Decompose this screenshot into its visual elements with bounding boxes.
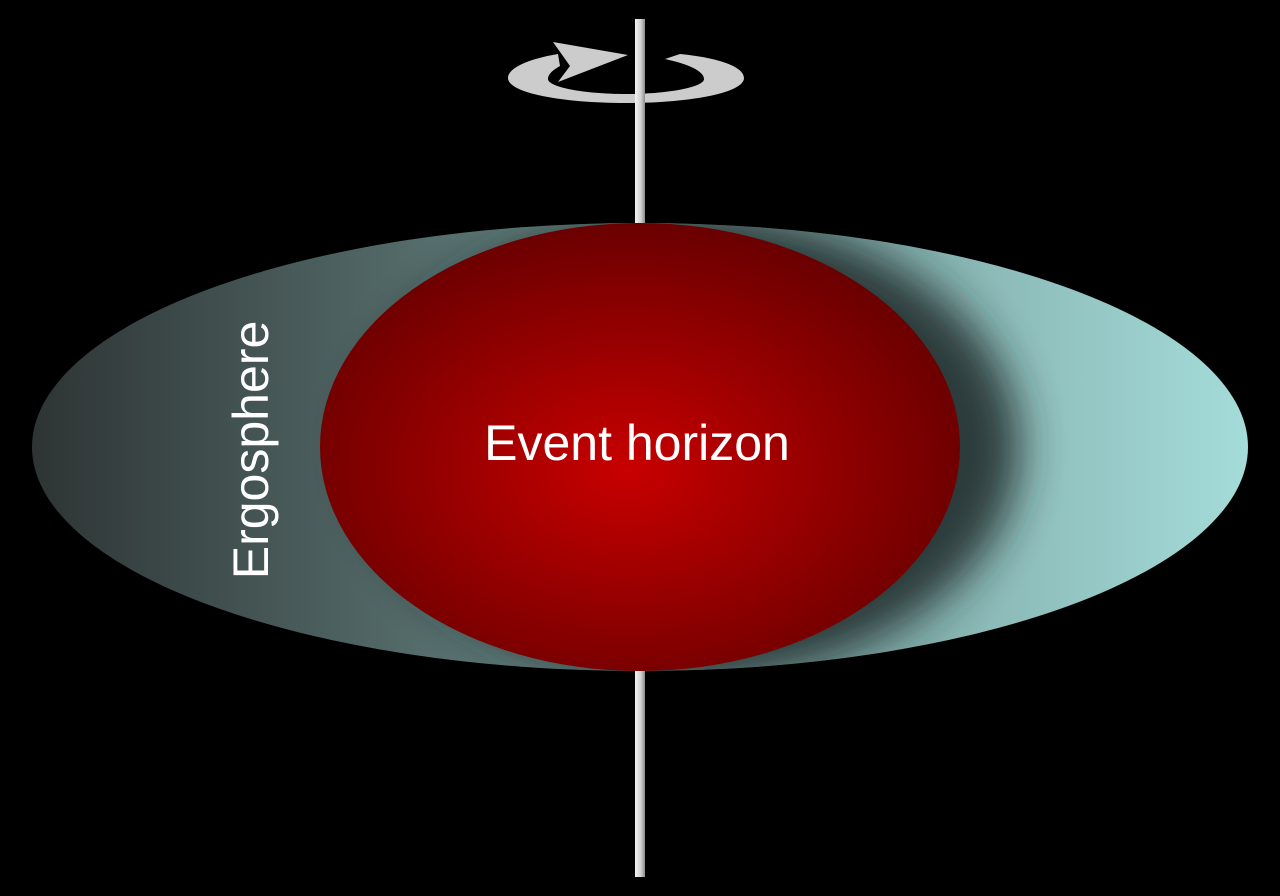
ergosphere-label: Ergosphere	[223, 321, 279, 580]
event-horizon	[320, 223, 960, 671]
event-horizon-label: Event horizon	[484, 415, 790, 471]
rotation-arrow-icon	[508, 42, 744, 103]
rotation-axis-top	[635, 19, 645, 119]
